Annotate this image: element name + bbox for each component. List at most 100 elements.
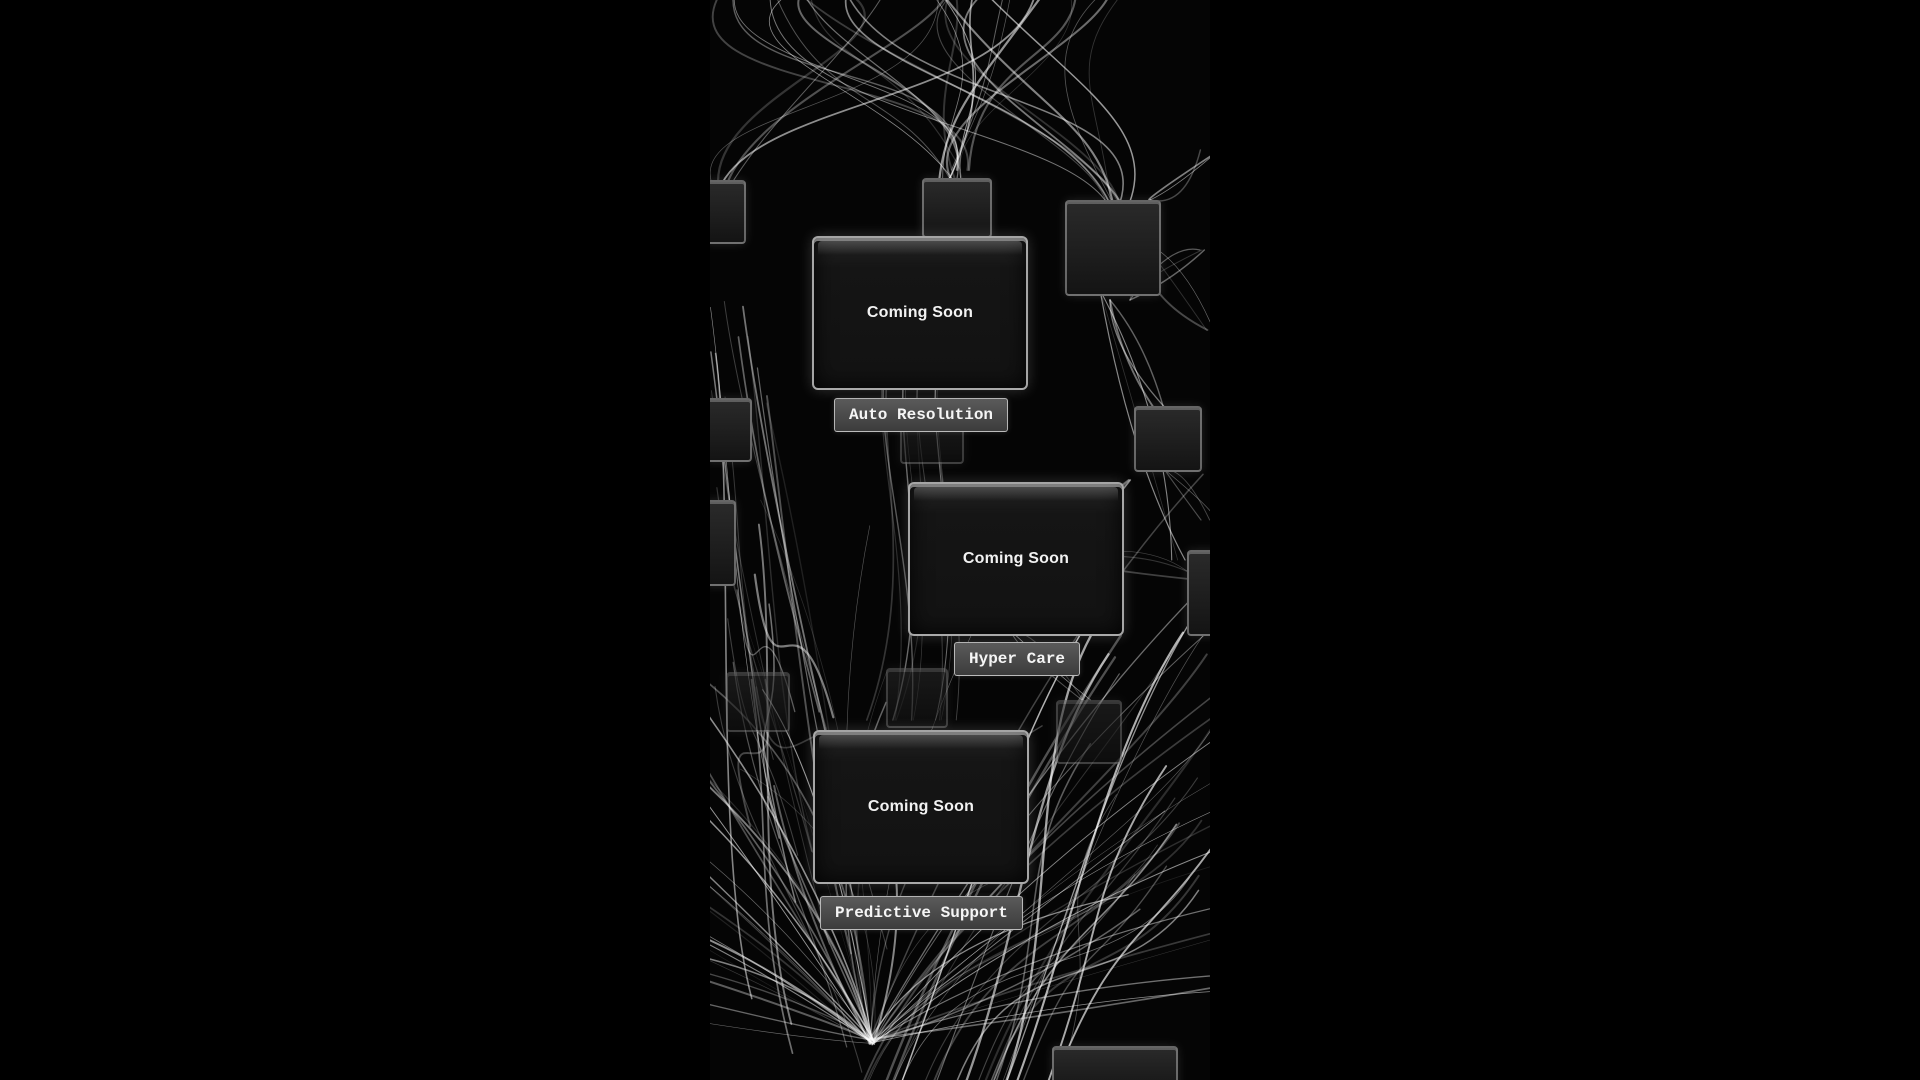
fiber-strand — [944, 0, 1122, 221]
fiber-strand — [710, 906, 871, 1042]
background-node — [726, 672, 790, 732]
fiber-network-background — [710, 0, 1210, 1080]
fiber-strand — [936, 0, 1108, 211]
fiber-strand — [806, 0, 959, 183]
module-tag-predictive-support[interactable]: Predictive Support — [820, 896, 1023, 930]
background-node — [1065, 200, 1161, 296]
fiber-strand — [869, 473, 1204, 1041]
background-node — [710, 398, 752, 462]
fiber-strand — [1058, 794, 1117, 1080]
fiber-strand — [711, 0, 969, 171]
fiber-strand — [933, 822, 1181, 1080]
fiber-strand — [1047, 765, 1168, 1080]
module-tag-hyper-care[interactable]: Hyper Care — [954, 642, 1081, 676]
fiber-strand — [868, 987, 1210, 1040]
background-node — [1187, 550, 1210, 636]
fiber-strand — [1109, 299, 1178, 421]
fiber-strand — [717, 0, 866, 192]
fiber-strand — [874, 812, 1210, 1044]
fiber-strand — [868, 894, 1129, 1041]
background-node — [922, 178, 992, 238]
module-tag-auto-resolution[interactable]: Auto Resolution — [834, 398, 1009, 432]
fiber-strand — [1064, 0, 1123, 221]
fiber-strand — [710, 772, 875, 1041]
fiber-strand — [866, 819, 1203, 1080]
fiber-strand — [710, 910, 870, 1045]
card-status-label: Coming Soon — [867, 798, 975, 815]
fiber-strand — [1109, 299, 1164, 421]
fiber-strand — [773, 784, 871, 1045]
fiber-strand — [710, 806, 874, 1046]
background-node — [1056, 700, 1122, 764]
fiber-strand — [710, 786, 872, 1045]
fiber-strand — [710, 886, 872, 1045]
fiber-strand — [710, 958, 870, 1041]
fiber-strand — [956, 889, 1200, 1080]
fiber-strand — [1016, 631, 1185, 1080]
fiber-strand — [777, 0, 952, 181]
fiber-strand — [1109, 299, 1168, 421]
fiber-strand — [733, 0, 958, 181]
fiber-strand — [710, 876, 875, 1043]
fiber-strand — [727, 0, 881, 191]
fiber-strand — [865, 339, 896, 721]
fiber-strand — [967, 0, 1077, 172]
fiber-strand — [945, 0, 1116, 212]
fiber-strand — [844, 0, 1114, 211]
fiber-strand — [710, 780, 871, 1045]
fiber-strand — [710, 861, 873, 1041]
fiber-strand — [710, 936, 875, 1045]
fiber-strand — [959, 0, 1072, 181]
fiber-strand — [750, 678, 794, 1055]
fiber-strand — [869, 908, 1210, 1045]
fiber-strand — [925, 777, 1198, 1080]
module-card-predictive-support[interactable]: Coming Soon — [813, 730, 1029, 884]
fiber-strand — [995, 743, 1092, 1080]
fiber-strand — [710, 944, 876, 1045]
fiber-strand — [1002, 632, 1205, 1080]
fiber-strand — [1054, 848, 1210, 1080]
fiber-strand — [723, 0, 945, 192]
fiber-strand — [1164, 469, 1210, 512]
fiber-strand — [710, 980, 875, 1042]
fiber-strand — [710, 716, 875, 1043]
fiber-strand — [810, 0, 961, 171]
fiber-strand — [714, 685, 863, 1073]
fiber-strand — [710, 779, 873, 1046]
fiber-strand — [873, 932, 1210, 1041]
fiber-strand — [737, 336, 821, 713]
fiber-strand — [732, 0, 959, 171]
fiber-strand — [945, 0, 1108, 184]
fiber-strand — [1088, 0, 1118, 211]
fiber-strand — [747, 335, 814, 853]
fiber-strand — [869, 975, 1210, 1043]
fiber-strand — [1164, 469, 1210, 521]
fiber-strand — [869, 810, 1166, 1043]
fiber-strand — [767, 796, 876, 1044]
fiber-strand — [710, 1004, 871, 1041]
fiber-strand — [736, 589, 796, 713]
fiber-strand — [937, 0, 1041, 184]
fiber-strand — [770, 0, 1112, 211]
fiber-strand — [869, 939, 1210, 1042]
fiber-strand — [984, 728, 1210, 1080]
module-card-auto-resolution[interactable]: Coming Soon — [812, 236, 1028, 390]
fiber-strand — [765, 402, 871, 1043]
fiber-strand — [990, 797, 1176, 1080]
fiber-strand — [872, 783, 1210, 1045]
fiber-strand — [1149, 157, 1210, 201]
module-card-hyper-care[interactable]: Coming Soon — [908, 482, 1124, 636]
fiber-strand — [710, 0, 939, 191]
background-node — [1134, 406, 1202, 472]
card-status-label: Coming Soon — [962, 550, 1070, 567]
fiber-strand — [871, 991, 1210, 1044]
fiber-strand — [991, 0, 1136, 221]
fiber-strand — [873, 908, 1141, 1043]
fiber-strand — [710, 885, 873, 1044]
fiber-strand — [710, 939, 872, 1044]
fiber-strand — [978, 874, 1136, 1080]
fiber-strand — [871, 697, 1210, 1046]
fiber-strand — [710, 949, 871, 1043]
fiber-strand — [710, 819, 875, 1042]
